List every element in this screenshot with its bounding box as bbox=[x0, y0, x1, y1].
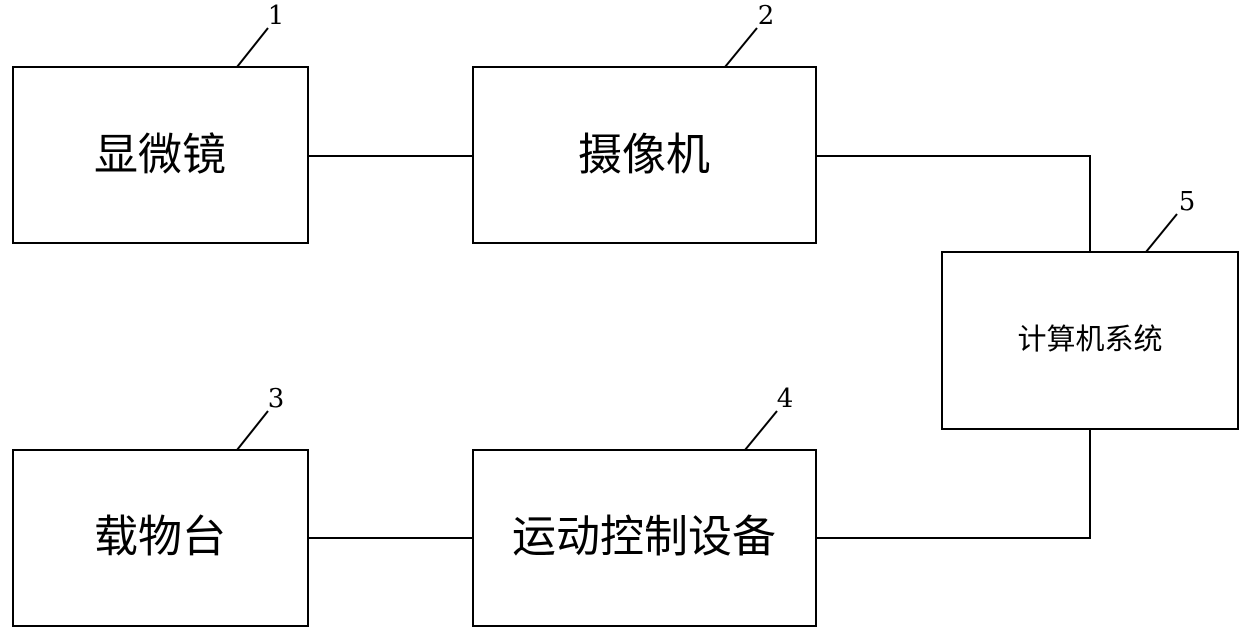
camera-block: 摄像机 bbox=[473, 67, 816, 243]
reference-number-1: 1 bbox=[268, 1, 285, 31]
microscope-block: 显微镜 bbox=[13, 67, 308, 243]
reference-number-5: 5 bbox=[1179, 187, 1196, 217]
leader-line-4 bbox=[745, 411, 777, 450]
reference-number-3: 3 bbox=[268, 384, 285, 414]
connector-camera-computer bbox=[816, 156, 1090, 252]
leader-line-5 bbox=[1146, 214, 1177, 252]
reference-number-4: 4 bbox=[777, 384, 794, 414]
leader-line-3 bbox=[237, 411, 268, 450]
connector-motion-computer bbox=[816, 429, 1090, 538]
stage-block: 载物台 bbox=[13, 450, 308, 626]
stage-label: 载物台 bbox=[94, 512, 226, 563]
reference-number-2: 2 bbox=[758, 1, 775, 31]
computer-system-block: 计算机系统 bbox=[942, 252, 1238, 429]
computer-system-label: 计算机系统 bbox=[1017, 322, 1162, 356]
camera-label: 摄像机 bbox=[578, 130, 710, 181]
microscope-label: 显微镜 bbox=[94, 130, 226, 181]
leader-line-2 bbox=[725, 28, 757, 67]
motion-control-label: 运动控制设备 bbox=[512, 512, 776, 563]
motion-control-block: 运动控制设备 bbox=[473, 450, 816, 626]
leader-line-1 bbox=[237, 28, 268, 67]
